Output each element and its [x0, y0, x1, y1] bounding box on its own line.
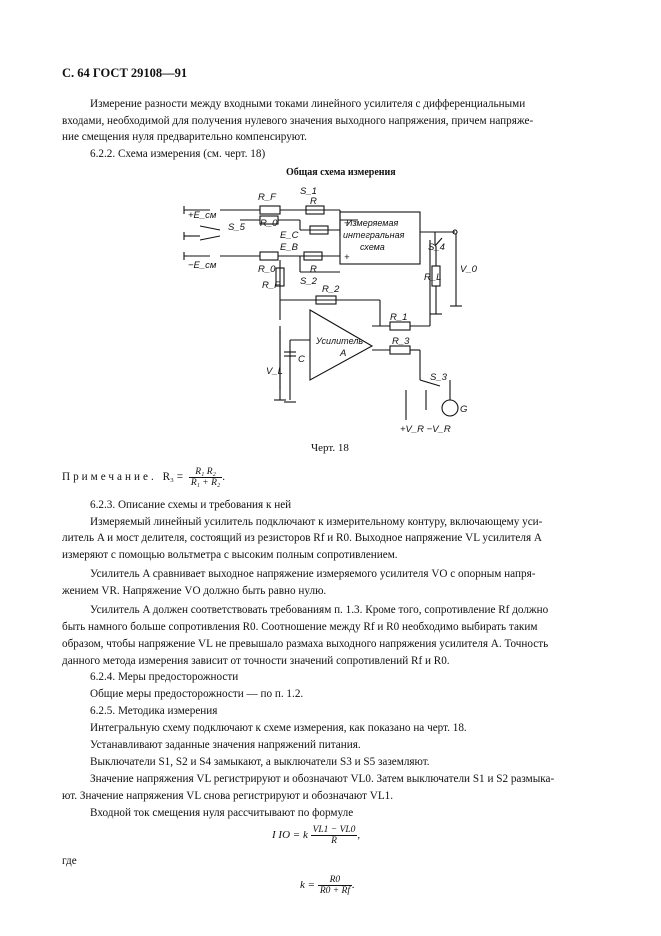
note-label: Примечание.: [62, 471, 157, 484]
section-625-heading: 6.2.5. Методика измерения: [90, 705, 218, 717]
para-623b-1: Усилитель A сравнивает выходное напряжен…: [90, 568, 536, 580]
para-reg-2: ют. Значение напряжения VL снова регистр…: [62, 790, 394, 802]
label-plus: +: [344, 252, 350, 263]
label-dut-3: схема: [360, 242, 385, 252]
figure-title: Общая схема измерения: [286, 167, 396, 178]
step-2: Устанавливают заданные значения напряжен…: [90, 739, 361, 751]
para-623a-3: измеряют с помощью вольтметра с высоким …: [62, 549, 398, 561]
label-rf-bot: R_F: [262, 280, 281, 291]
para-formula: Входной ток смещения нуля рассчитывают п…: [90, 807, 354, 819]
para-623c-2: быть намного больше сопротивления R0. Со…: [62, 621, 538, 633]
label-gen: G: [460, 404, 467, 415]
label-s2: S_2: [300, 276, 318, 287]
label-v0: V_0: [460, 264, 478, 275]
label-r3: R_3: [392, 336, 410, 347]
para-623b-2: жением VR. Напряжение VO должно быть рав…: [62, 585, 327, 597]
where-label: где: [62, 855, 77, 867]
label-s5: S_5: [228, 222, 246, 233]
label-s4: S_4: [428, 242, 445, 253]
label-r1: R_1: [390, 312, 407, 323]
figure-caption: Черт. 18: [311, 442, 349, 454]
section-624-heading: 6.2.4. Меры предосторожности: [90, 671, 239, 683]
label-minus: −: [344, 218, 350, 229]
label-r0-bot: R_0: [258, 264, 276, 275]
para-623a-2: литель A и мост делителя, состоящий из р…: [62, 532, 542, 544]
label-dut-1: Измеряемая: [346, 218, 398, 228]
label-ecm-minus: −E_см: [188, 260, 217, 271]
label-vr: +V_R −V_R: [400, 424, 451, 435]
label-r0-top: R_0: [260, 218, 278, 229]
page-header: С. 64 ГОСТ 29108—91: [62, 66, 188, 80]
para-624: Общие меры предосторожности — по п. 1.2.: [90, 688, 304, 700]
intro-line-3: ние смещения нуля предварительно компенс…: [62, 131, 307, 143]
label-ecm-plus: +E_см: [188, 210, 217, 221]
label-dut-2: интегральная: [343, 230, 405, 240]
intro-line-1: Измерение разности между входными токами…: [90, 98, 526, 110]
label-r-bot: R: [310, 264, 317, 275]
intro-line-2: входами, необходимой для получения нулев…: [62, 115, 534, 127]
para-623c-1: Усилитель A должен соответствовать требо…: [90, 604, 549, 616]
label-amp-a: A: [339, 348, 346, 359]
label-vl: V_L: [266, 366, 283, 377]
para-623c-4: данного метода измерения зависит от точн…: [62, 655, 450, 667]
circuit-diagram: R_F S_1 R_0 R +E_см S_5 E_C E_B − + −E_с…: [183, 186, 478, 435]
section-623-heading: 6.2.3. Описание схемы и требования к ней: [90, 499, 292, 511]
label-ec: E_C: [280, 230, 299, 241]
label-c: C: [298, 354, 305, 365]
para-623c-3: образом, чтобы напряжение VL не превышал…: [62, 638, 549, 650]
label-eb: E_B: [280, 242, 299, 253]
label-amp: Усилитель: [315, 336, 363, 346]
step-1: Интегральную схему подключают к схеме из…: [90, 722, 467, 734]
note-lhs: R₃ =: [162, 471, 184, 484]
label-s3: S_3: [430, 372, 448, 383]
label-r-top: R: [310, 196, 317, 207]
para-reg-1: Значение напряжения VL регистрируют и об…: [90, 773, 555, 785]
label-rf-top: R_F: [258, 192, 277, 203]
para-623a-1: Измеряемый линейный усилитель подключают…: [90, 516, 543, 528]
formula-1-lhs: I IO = k: [272, 829, 308, 842]
step-3: Выключатели S1, S2 и S4 замыкают, а выкл…: [90, 756, 430, 768]
label-r2: R_2: [322, 284, 340, 295]
label-rl: R_L: [424, 272, 441, 283]
label-s1: S_1: [300, 186, 317, 197]
section-622-heading: 6.2.2. Схема измерения (см. черт. 18): [90, 148, 266, 160]
formula-2-lhs: k =: [300, 879, 316, 892]
